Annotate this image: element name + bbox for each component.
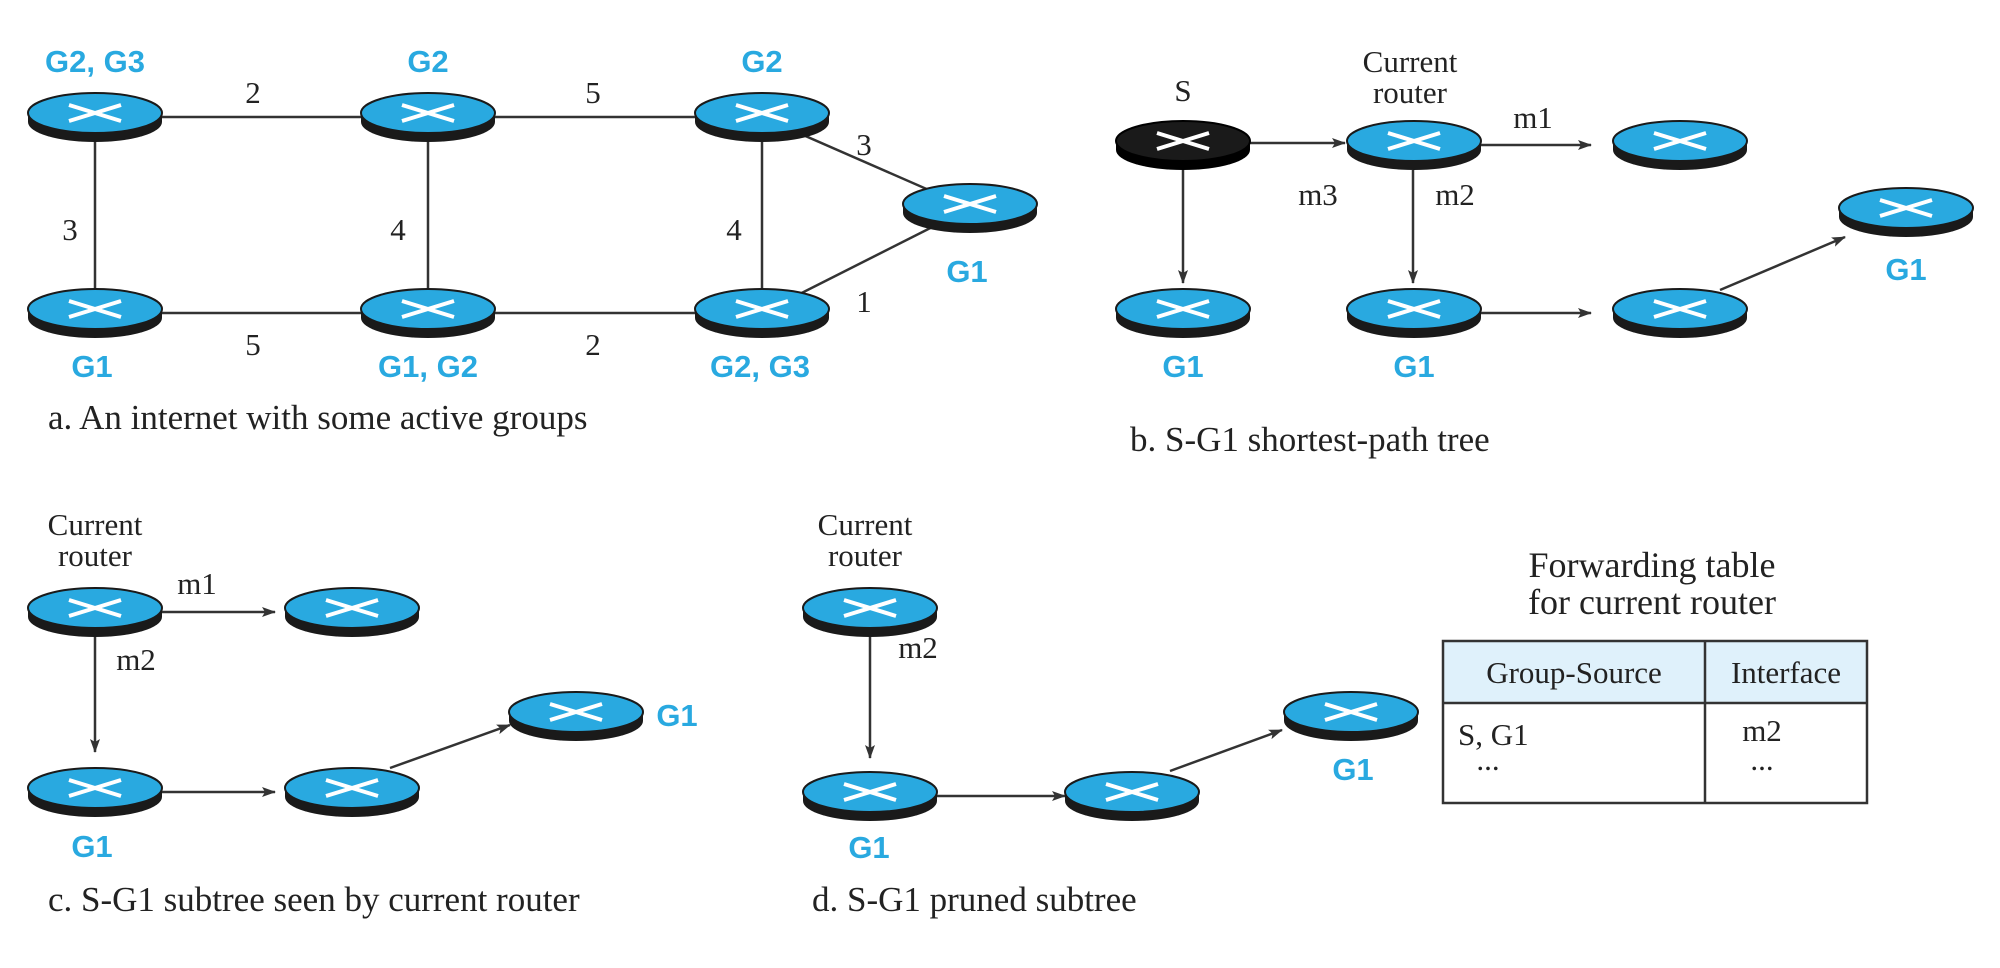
group-label: G1 bbox=[656, 698, 697, 733]
group-label: G2, G3 bbox=[710, 349, 810, 384]
table-border bbox=[1441, 639, 1869, 805]
panel-a-caption: a. An internet with some active groups bbox=[48, 398, 587, 437]
router-b-m1 bbox=[1611, 119, 1749, 172]
panel-b-caption: b. S-G1 shortest-path tree bbox=[1130, 420, 1490, 459]
router-b-far bbox=[1837, 186, 1975, 239]
edge-next-g1 bbox=[1719, 235, 1846, 292]
group-label: G1 bbox=[71, 829, 112, 864]
group-label: G1 bbox=[1885, 252, 1926, 287]
current-router-label: router bbox=[1373, 75, 1448, 110]
panel-a: G2, G3 G2 G2 G1 G1 G1, G2 G2, G3 2 5 3 3… bbox=[26, 44, 1039, 437]
edge-weight: 1 bbox=[856, 284, 872, 319]
router-a1 bbox=[26, 91, 164, 144]
router-c-g1 bbox=[26, 766, 164, 819]
group-label: G1 bbox=[1162, 349, 1203, 384]
panel-d: Current router m2 G1 G1 d. S-G1 pruned s… bbox=[801, 507, 1420, 919]
edge-weight: 4 bbox=[390, 212, 406, 247]
table-header-row bbox=[1443, 641, 1867, 703]
panel-c-caption: c. S-G1 subtree seen by current router bbox=[48, 880, 580, 919]
router-a7 bbox=[901, 182, 1039, 235]
table-header-group-source: Group-Source bbox=[1486, 655, 1662, 690]
panel-d-caption: d. S-G1 pruned subtree bbox=[812, 880, 1137, 919]
router-a5 bbox=[359, 287, 497, 340]
router-c-m1 bbox=[283, 586, 421, 639]
router-b-m2 bbox=[1345, 287, 1483, 340]
group-label: G1 bbox=[946, 254, 987, 289]
router-current bbox=[26, 586, 164, 639]
group-label: G1 bbox=[71, 349, 112, 384]
group-label: G2 bbox=[741, 44, 782, 79]
router-d-far bbox=[1282, 690, 1420, 743]
interface-label: m1 bbox=[1513, 100, 1553, 135]
current-router-label: router bbox=[828, 538, 903, 573]
current-router-label: Current bbox=[818, 507, 913, 542]
table-title: Forwarding table bbox=[1529, 545, 1776, 585]
current-router-label: Current bbox=[1363, 44, 1458, 79]
router-a4 bbox=[26, 287, 164, 340]
source-label: S bbox=[1174, 73, 1191, 108]
edge-weight: 2 bbox=[585, 327, 601, 362]
source-router bbox=[1114, 119, 1252, 172]
table-title: for current router bbox=[1528, 582, 1776, 622]
group-label: G1 bbox=[1393, 349, 1434, 384]
router-current bbox=[1345, 119, 1483, 172]
group-label: G2, G3 bbox=[45, 44, 145, 79]
panel-b: S Current router m1 m3 m2 G1 G1 G1 b. S-… bbox=[1114, 44, 1975, 459]
router-d-g1 bbox=[801, 770, 939, 823]
router-c-far bbox=[507, 690, 645, 743]
router-a6 bbox=[693, 287, 831, 340]
interface-label: m2 bbox=[1435, 177, 1475, 212]
table-header-interface: Interface bbox=[1731, 655, 1841, 690]
edge-weight: 3 bbox=[62, 212, 78, 247]
edge-d-next-g1 bbox=[1169, 728, 1283, 773]
interface-label: m1 bbox=[177, 566, 217, 601]
router-a2 bbox=[359, 91, 497, 144]
interface-label: m2 bbox=[116, 642, 156, 677]
router-d-next bbox=[1063, 770, 1201, 823]
interface-label: m2 bbox=[898, 630, 938, 665]
router-a3 bbox=[693, 91, 831, 144]
router-b-next bbox=[1611, 287, 1749, 340]
edge-weight: 5 bbox=[585, 75, 601, 110]
group-label: G2 bbox=[407, 44, 448, 79]
router-c-next bbox=[283, 766, 421, 819]
group-label: G1 bbox=[848, 830, 889, 865]
table-cell: ... bbox=[1476, 742, 1499, 777]
router-b-g1 bbox=[1114, 287, 1252, 340]
current-router-label: router bbox=[58, 538, 133, 573]
edge-weight: 5 bbox=[245, 327, 261, 362]
table-cell: S, G1 bbox=[1458, 717, 1529, 752]
forwarding-table: Forwarding table for current router Grou… bbox=[1441, 545, 1869, 805]
edge-weight: 4 bbox=[726, 212, 742, 247]
group-label: G1 bbox=[1332, 752, 1373, 787]
group-label: G1, G2 bbox=[378, 349, 478, 384]
table-cell: m2 bbox=[1742, 713, 1782, 748]
current-router-label: Current bbox=[48, 507, 143, 542]
interface-label: m3 bbox=[1298, 177, 1338, 212]
table-cell: ... bbox=[1750, 742, 1773, 777]
edge-weight: 2 bbox=[245, 75, 261, 110]
edge-c-next-g1 bbox=[389, 723, 511, 770]
edge-weight: 3 bbox=[856, 127, 872, 162]
panel-c: Current router m1 m2 G1 G1 c. S-G1 subtr… bbox=[26, 507, 698, 919]
